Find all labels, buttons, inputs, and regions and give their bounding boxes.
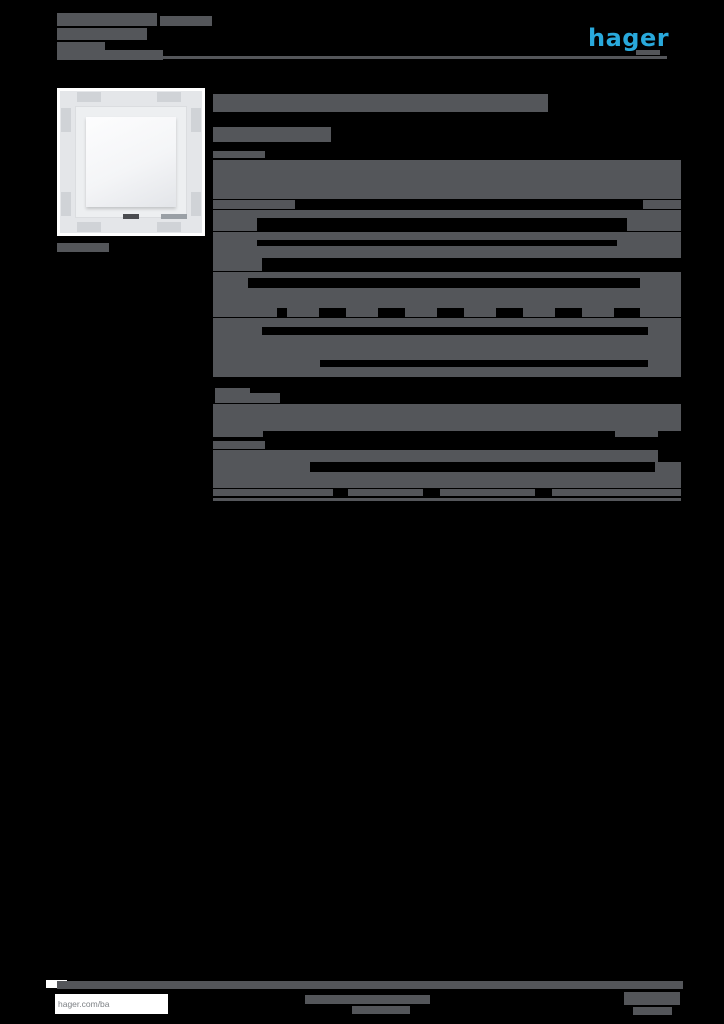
redacted-spec-text-bar	[213, 200, 295, 209]
redacted-spec-text-bar	[440, 489, 535, 496]
redacted-spec-text-bar	[213, 232, 681, 240]
redacted-spec-text-bar	[464, 308, 496, 317]
redacted-spec-text-bar	[552, 489, 681, 496]
redacted-header-text-bar	[57, 28, 147, 40]
mounting-claw	[77, 222, 101, 232]
redacted-spec-text-bar	[213, 318, 681, 327]
redacted-footer-text-bar	[305, 995, 430, 1004]
redacted-spec-text-bar	[213, 210, 681, 218]
redacted-header-text-bar	[160, 16, 212, 26]
redacted-header-text-bar	[636, 50, 660, 55]
redacted-spec-text-bar	[346, 308, 378, 317]
redacted-spec-text-bar	[213, 258, 262, 271]
redacted-footer-text-bar	[57, 981, 683, 989]
mounting-claw	[191, 192, 201, 216]
redacted-footer-text-bar	[46, 980, 67, 988]
redacted-spec-text-bar	[640, 308, 681, 317]
redacted-spec-text-bar	[655, 462, 681, 472]
redacted-spec-text-bar	[640, 278, 681, 288]
redacted-spec-text-bar	[348, 489, 423, 496]
mounting-claw	[157, 92, 181, 102]
redacted-header-text-bar	[155, 56, 667, 59]
redacted-spec-text-bar	[213, 288, 681, 308]
redacted-footer-text-bar	[633, 1007, 672, 1015]
redacted-header-text-bar	[57, 42, 105, 50]
photo-bottom-label	[161, 214, 187, 219]
redacted-spec-text-bar	[213, 127, 331, 142]
redacted-spec-text-bar	[617, 240, 681, 246]
redacted-header-text-bar	[57, 50, 163, 60]
redacted-spec-text-bar	[523, 308, 555, 317]
redacted-spec-text-bar	[213, 441, 265, 449]
redacted-spec-text-bar	[213, 431, 263, 437]
redacted-spec-text-bar	[627, 218, 681, 231]
redacted-spec-text-bar	[215, 388, 250, 393]
redacted-spec-text-bar	[213, 450, 658, 462]
redacted-caption-bar	[57, 243, 109, 252]
redacted-spec-text-bar	[648, 360, 681, 367]
redacted-spec-text-bar	[213, 335, 681, 360]
redacted-spec-text-bar	[405, 308, 437, 317]
redacted-spec-text-bar	[213, 472, 681, 488]
redacted-spec-text-bar	[648, 327, 681, 335]
redacted-spec-text-bar	[615, 431, 658, 437]
redacted-spec-text-bar	[213, 498, 681, 501]
redacted-spec-text-bar	[215, 393, 280, 403]
redacted-spec-text-bar	[213, 151, 265, 158]
redacted-spec-text-bar	[213, 367, 681, 377]
redacted-spec-text-bar	[213, 308, 277, 317]
product-photo	[57, 88, 205, 236]
mounting-claw	[191, 108, 201, 132]
redacted-spec-text-bar	[213, 489, 333, 496]
switch-rocker	[86, 117, 176, 207]
hager-logo: hager	[588, 24, 670, 52]
redacted-footer-text-bar	[624, 992, 680, 1005]
redacted-spec-text-bar	[213, 246, 681, 258]
redacted-spec-text-bar	[213, 360, 320, 367]
redacted-header-text-bar	[57, 13, 157, 26]
redacted-footer-text-bar	[352, 1006, 410, 1014]
photo-bottom-mark	[123, 214, 139, 219]
footer-link-text: hager.com/ba	[58, 999, 110, 1009]
redacted-spec-text-bar	[287, 308, 319, 317]
footer-link-box[interactable]: hager.com/ba	[55, 994, 168, 1014]
redacted-spec-text-bar	[213, 218, 257, 231]
redacted-spec-text-bar	[213, 160, 681, 199]
redacted-spec-text-bar	[582, 308, 614, 317]
mounting-claw	[61, 108, 71, 132]
mounting-claw	[157, 222, 181, 232]
redacted-spec-text-bar	[213, 404, 681, 431]
redacted-spec-text-bar	[213, 327, 262, 335]
mounting-claw	[77, 92, 101, 102]
redacted-spec-text-bar	[213, 272, 681, 278]
redacted-spec-text-bar	[643, 200, 681, 209]
redacted-spec-text-bar	[213, 94, 548, 112]
redacted-spec-text-bar	[213, 462, 310, 472]
mounting-claw	[61, 192, 71, 216]
redacted-spec-text-bar	[213, 278, 248, 288]
redacted-spec-text-bar	[213, 240, 257, 246]
